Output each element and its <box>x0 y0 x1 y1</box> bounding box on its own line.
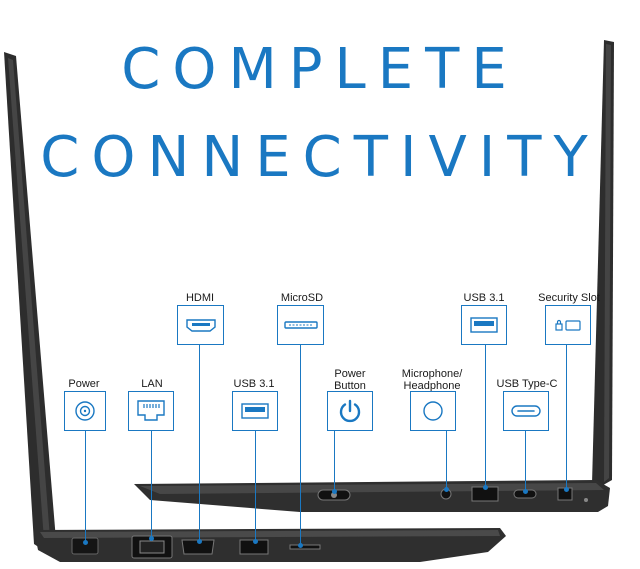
connector-dot-hdmi <box>197 539 202 544</box>
hdmi-icon <box>185 319 216 332</box>
connector-audio <box>446 431 447 489</box>
port-box-audio <box>410 391 456 431</box>
connector-usb-c <box>525 431 526 491</box>
usb-a-icon <box>241 403 269 419</box>
headline-line-1: COMPLETE <box>121 37 519 102</box>
connector-power <box>85 431 86 542</box>
port-label-usb-rear: USB 3.1 <box>463 292 505 304</box>
connector-hdmi <box>199 345 200 541</box>
microsd-slot-icon <box>283 321 318 329</box>
port-label-audio: Microphone/ Headphone <box>398 368 466 392</box>
port-box-usb-c <box>503 391 549 431</box>
port-label-microsd: MicroSD <box>280 292 324 304</box>
connector-dot-usb-front <box>253 539 258 544</box>
connector-usb-front <box>255 431 256 541</box>
port-label-usb-front: USB 3.1 <box>233 378 275 390</box>
connector-lan <box>151 431 152 538</box>
port-box-lan <box>128 391 174 431</box>
ethernet-icon <box>137 400 165 421</box>
usb-a-icon <box>470 317 498 333</box>
port-box-power <box>64 391 106 431</box>
port-label-power-button: Power Button <box>324 368 376 392</box>
connector-dot-lan <box>149 536 154 541</box>
port-box-usb-rear <box>461 305 507 345</box>
power-jack-icon <box>75 401 95 421</box>
connector-usb-rear <box>485 345 486 487</box>
port-label-lan: LAN <box>141 378 163 390</box>
port-box-microsd <box>277 305 324 345</box>
port-label-security: Security Slot <box>538 292 600 304</box>
port-label-power-button-line1: Power <box>334 368 366 380</box>
connector-security <box>566 345 567 489</box>
port-label-power: Power <box>68 378 100 390</box>
lock-slot-icon <box>555 319 581 331</box>
port-label-usb-c: USB Type-C <box>496 378 558 390</box>
connector-dot-usb-c <box>523 489 528 494</box>
port-label-audio-line1: Microphone/ <box>401 368 463 380</box>
connector-dot-power-button <box>332 489 337 494</box>
power-button-icon <box>339 399 361 423</box>
connector-dot-power <box>83 540 88 545</box>
connector-dot-microsd <box>298 543 303 548</box>
port-box-security <box>545 305 591 345</box>
port-label-audio-line2: Headphone <box>403 380 461 392</box>
port-label-hdmi: HDMI <box>185 292 215 304</box>
connector-dot-security <box>564 487 569 492</box>
headline-line-2: CONNECTIVITY <box>40 125 600 190</box>
connector-power-button <box>334 431 335 491</box>
port-label-power-button-line2: Button <box>334 380 366 392</box>
port-box-hdmi <box>177 305 224 345</box>
connector-dot-usb-rear <box>483 485 488 490</box>
connector-dot-audio <box>444 487 449 492</box>
port-box-usb-front <box>232 391 278 431</box>
connector-microsd <box>300 345 301 545</box>
port-box-power-button <box>327 391 373 431</box>
usb-c-icon <box>511 405 541 417</box>
audio-jack-icon <box>423 401 443 421</box>
